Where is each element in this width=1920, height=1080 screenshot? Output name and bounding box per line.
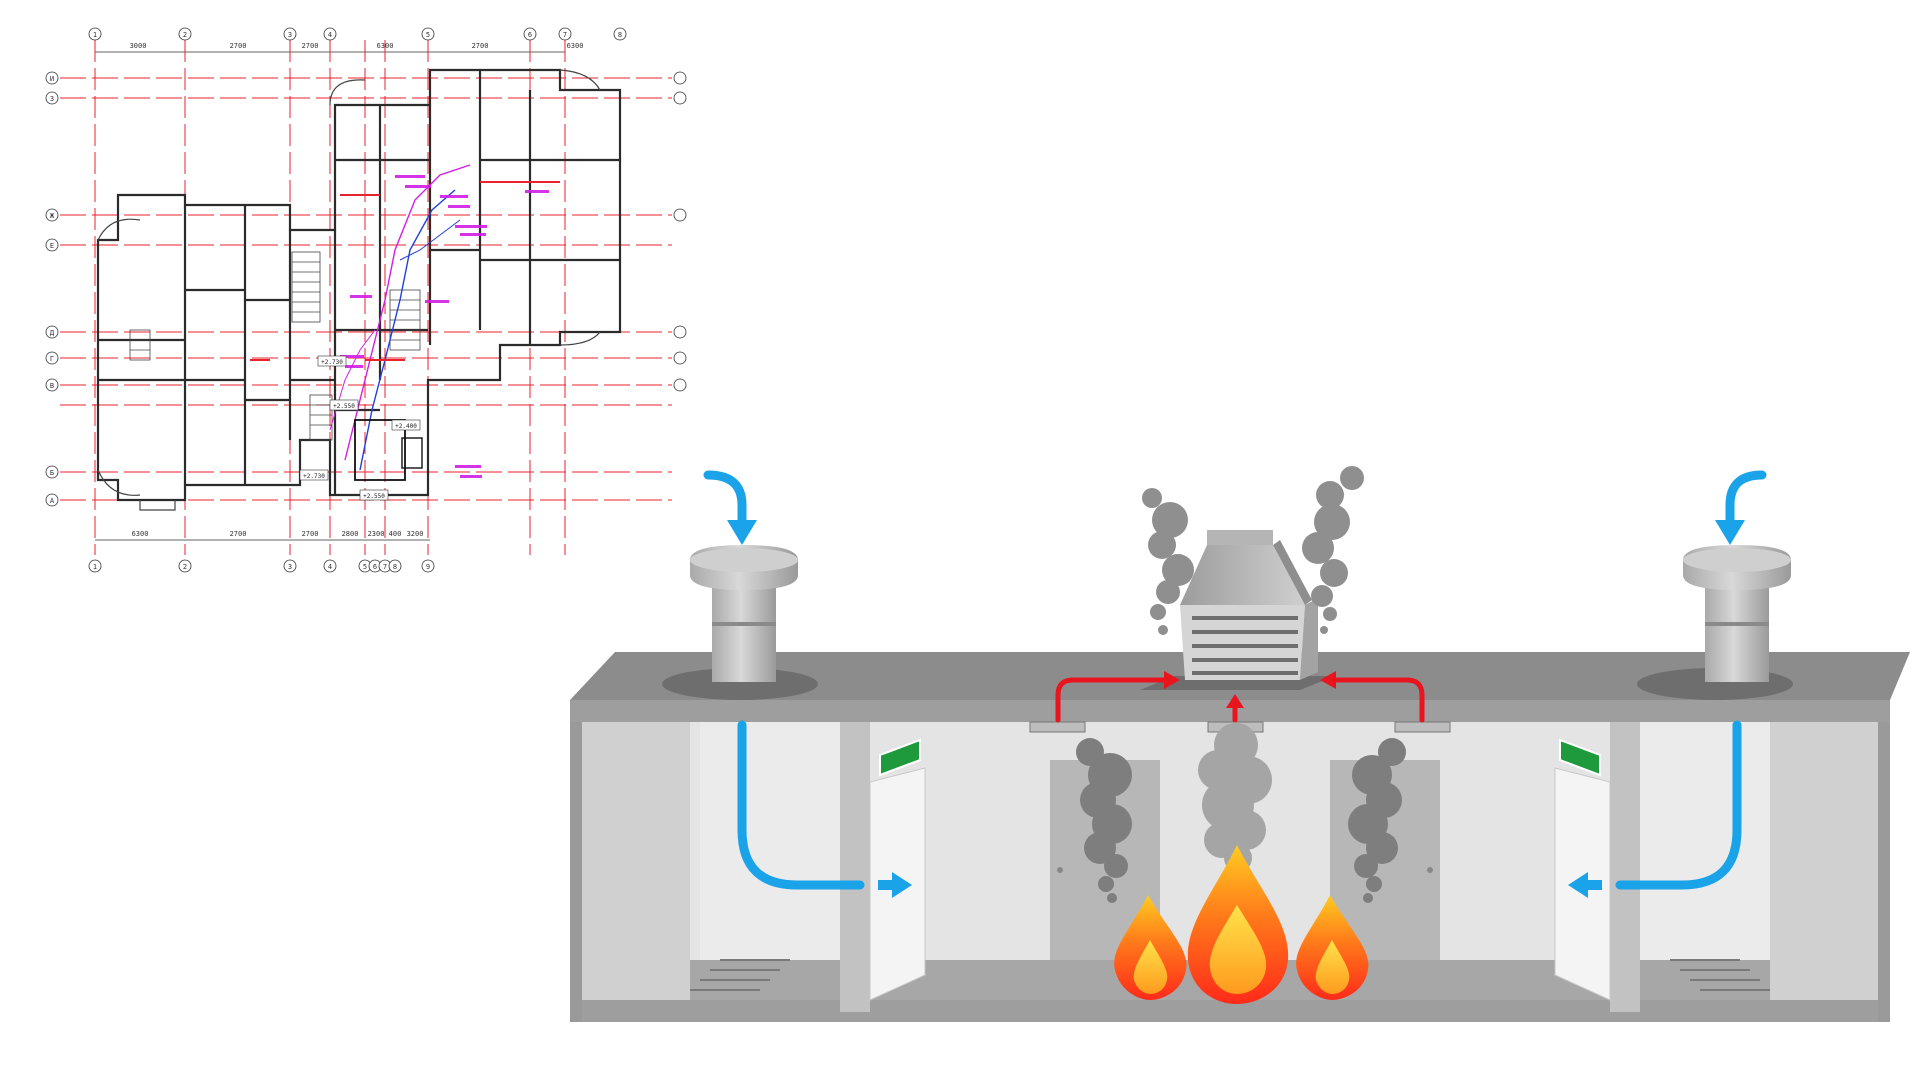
cad-ventilation-ducts — [329, 164, 471, 481]
grid-label: 4 — [328, 563, 332, 571]
supply-air-arrow-icon — [1568, 720, 1742, 898]
grid-label: 9 — [426, 563, 430, 571]
dimension-label: 2300 — [368, 530, 385, 538]
right-stair-shaft — [1770, 722, 1880, 1000]
fire-flame-icon — [1296, 895, 1369, 1000]
fire-flame-icon — [1187, 845, 1289, 1004]
grid-label: 7 — [563, 31, 567, 39]
room-tag: +2.550 — [333, 403, 355, 410]
grid-bubbles-side — [45, 71, 687, 507]
grid-bubble-labels-side: И З Ж Е Д Г В Б А — [50, 75, 55, 505]
right-stairs — [1670, 959, 1770, 991]
cad-red-accents — [250, 181, 560, 361]
grid-label: 7 — [383, 563, 387, 571]
outer-wall-right — [1878, 722, 1890, 1022]
dimension-label: 400 — [389, 530, 402, 538]
grid-label: Е — [50, 242, 54, 250]
balconies — [97, 69, 601, 511]
room-tag: +2.730 — [303, 473, 325, 480]
grid-label: 8 — [393, 563, 397, 571]
roof-front — [570, 700, 1890, 722]
smoke-plume — [1302, 466, 1364, 634]
outer-wall-left — [570, 722, 582, 1022]
grid-label: Б — [50, 469, 54, 477]
grid-label: З — [50, 95, 54, 103]
grid-label: 3 — [288, 31, 292, 39]
grid-label: Д — [50, 329, 55, 337]
supply-air-arrow-icon — [1715, 470, 1767, 545]
top-dimension-values: 3000 2700 2700 6300 2700 6300 — [130, 42, 584, 50]
smoke-plume — [1348, 738, 1406, 903]
room-tag: +2.730 — [321, 359, 343, 366]
dimension-label: 3200 — [407, 530, 424, 538]
grid-label: И — [50, 75, 54, 83]
grid-bubble-labels-bottom: 1 2 3 4 5 6 7 8 9 — [93, 563, 430, 571]
supply-air-arrow-icon — [737, 720, 912, 898]
room-tags: +2.730 +2.550 +2.400 +2.730 +2.550 — [299, 355, 421, 501]
grid-label: В — [50, 382, 54, 390]
air-intake-fan — [1683, 545, 1791, 682]
smoke-plume — [1142, 488, 1194, 635]
grid-label: 2 — [183, 31, 187, 39]
grid-label: 2 — [183, 563, 187, 571]
smoke-vent-left — [1029, 721, 1086, 733]
dimension-label: 2700 — [230, 530, 247, 538]
grid-label: Г — [50, 355, 54, 363]
grid-label: 5 — [363, 563, 367, 571]
floor-plan-drawing: 3000 2700 2700 6300 2700 6300 6300 2700 … — [45, 27, 687, 573]
grid-label: 1 — [93, 31, 97, 39]
room-tag: +2.550 — [363, 493, 385, 500]
grid-bubble-labels-top: 1 2 3 4 5 6 7 8 — [93, 31, 622, 39]
grid-label: 5 — [426, 31, 430, 39]
left-stair-shaft — [580, 722, 690, 1000]
fire-flame-icon — [1114, 895, 1187, 1000]
smoke-exhaust-fan — [1180, 530, 1318, 680]
dimension-label: 2700 — [302, 530, 319, 538]
bottom-dimension-values: 6300 2700 2700 2800 2300 400 3200 — [132, 530, 424, 538]
grid-label: 6 — [528, 31, 532, 39]
exit-sign-icon — [1559, 738, 1601, 777]
grid-bubbles-bottom — [88, 559, 435, 573]
dimension-label: 2800 — [342, 530, 359, 538]
grid-bubbles-top — [88, 27, 627, 41]
left-stairs — [690, 959, 790, 991]
smoke-vent-right — [1394, 721, 1451, 733]
dimension-label: 3000 — [130, 42, 147, 50]
partition-wall-right — [1610, 722, 1640, 1012]
partition-wall-left — [840, 722, 870, 1012]
grid-label: 6 — [373, 563, 377, 571]
smoke-plume — [1076, 738, 1132, 903]
building-walls — [96, 68, 622, 502]
cad-annotations — [340, 175, 549, 478]
grid-label: 1 — [93, 563, 97, 571]
dimension-label: 2700 — [230, 42, 247, 50]
supply-air-arrow-icon — [703, 470, 757, 545]
grid-label: 3 — [288, 563, 292, 571]
air-intake-fan — [690, 545, 798, 682]
grid-label: 8 — [618, 31, 622, 39]
dimension-label: 2700 — [302, 42, 319, 50]
dimension-label: 6300 — [567, 42, 584, 50]
stairs-and-elevator — [129, 251, 421, 441]
grid-label: 4 — [328, 31, 332, 39]
grid-label: Ж — [50, 212, 55, 220]
dimension-label: 6300 — [377, 42, 394, 50]
dimension-label: 6300 — [132, 530, 149, 538]
room-tag: +2.400 — [395, 423, 417, 430]
smoke-exhaust-arrowheads — [1164, 671, 1336, 708]
exit-sign-icon — [879, 738, 921, 777]
grid-label: А — [50, 497, 55, 505]
dimension-label: 2700 — [472, 42, 489, 50]
